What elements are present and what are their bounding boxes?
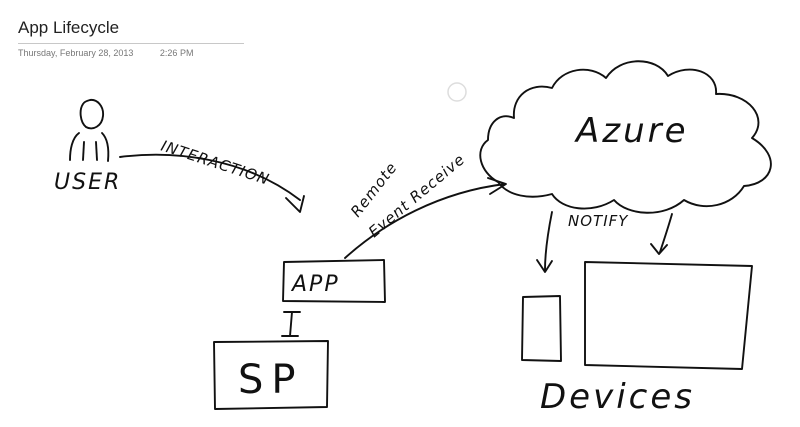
sp-box [213, 340, 329, 410]
user-figure [69, 99, 110, 162]
notify-arrow-right [659, 213, 673, 253]
sp-label: SP [238, 357, 304, 403]
interaction-label: INTERACTION [159, 137, 272, 189]
app-label: APP [290, 272, 340, 297]
azure-label: Azure [574, 111, 689, 151]
page-meta: Thursday, February 28, 2013 2:26 PM [18, 48, 244, 58]
page-title: App Lifecycle [18, 18, 120, 37]
page-date: Thursday, February 28, 2013 [18, 48, 134, 58]
notify-arrow-left [544, 211, 553, 271]
remote-event-arrow [344, 183, 506, 259]
devices-label: Devices [540, 377, 695, 417]
azure-cloud [479, 60, 772, 214]
large-device [584, 261, 753, 370]
cursor-ring [447, 82, 467, 102]
interaction-arrowhead [285, 195, 305, 213]
app-sp-connector [281, 311, 301, 337]
app-box [282, 259, 386, 303]
notify-arrowhead-left [536, 259, 553, 273]
title-divider [18, 43, 244, 44]
user-label: USER [54, 170, 121, 195]
interaction-arrow [119, 153, 301, 201]
page-time: 2:26 PM [159, 48, 194, 58]
notify-label: NOTIFY [568, 212, 629, 230]
small-device [521, 295, 562, 362]
notify-arrowhead-right [650, 243, 668, 255]
page-header: App Lifecycle Thursday, February 28, 201… [18, 16, 244, 58]
